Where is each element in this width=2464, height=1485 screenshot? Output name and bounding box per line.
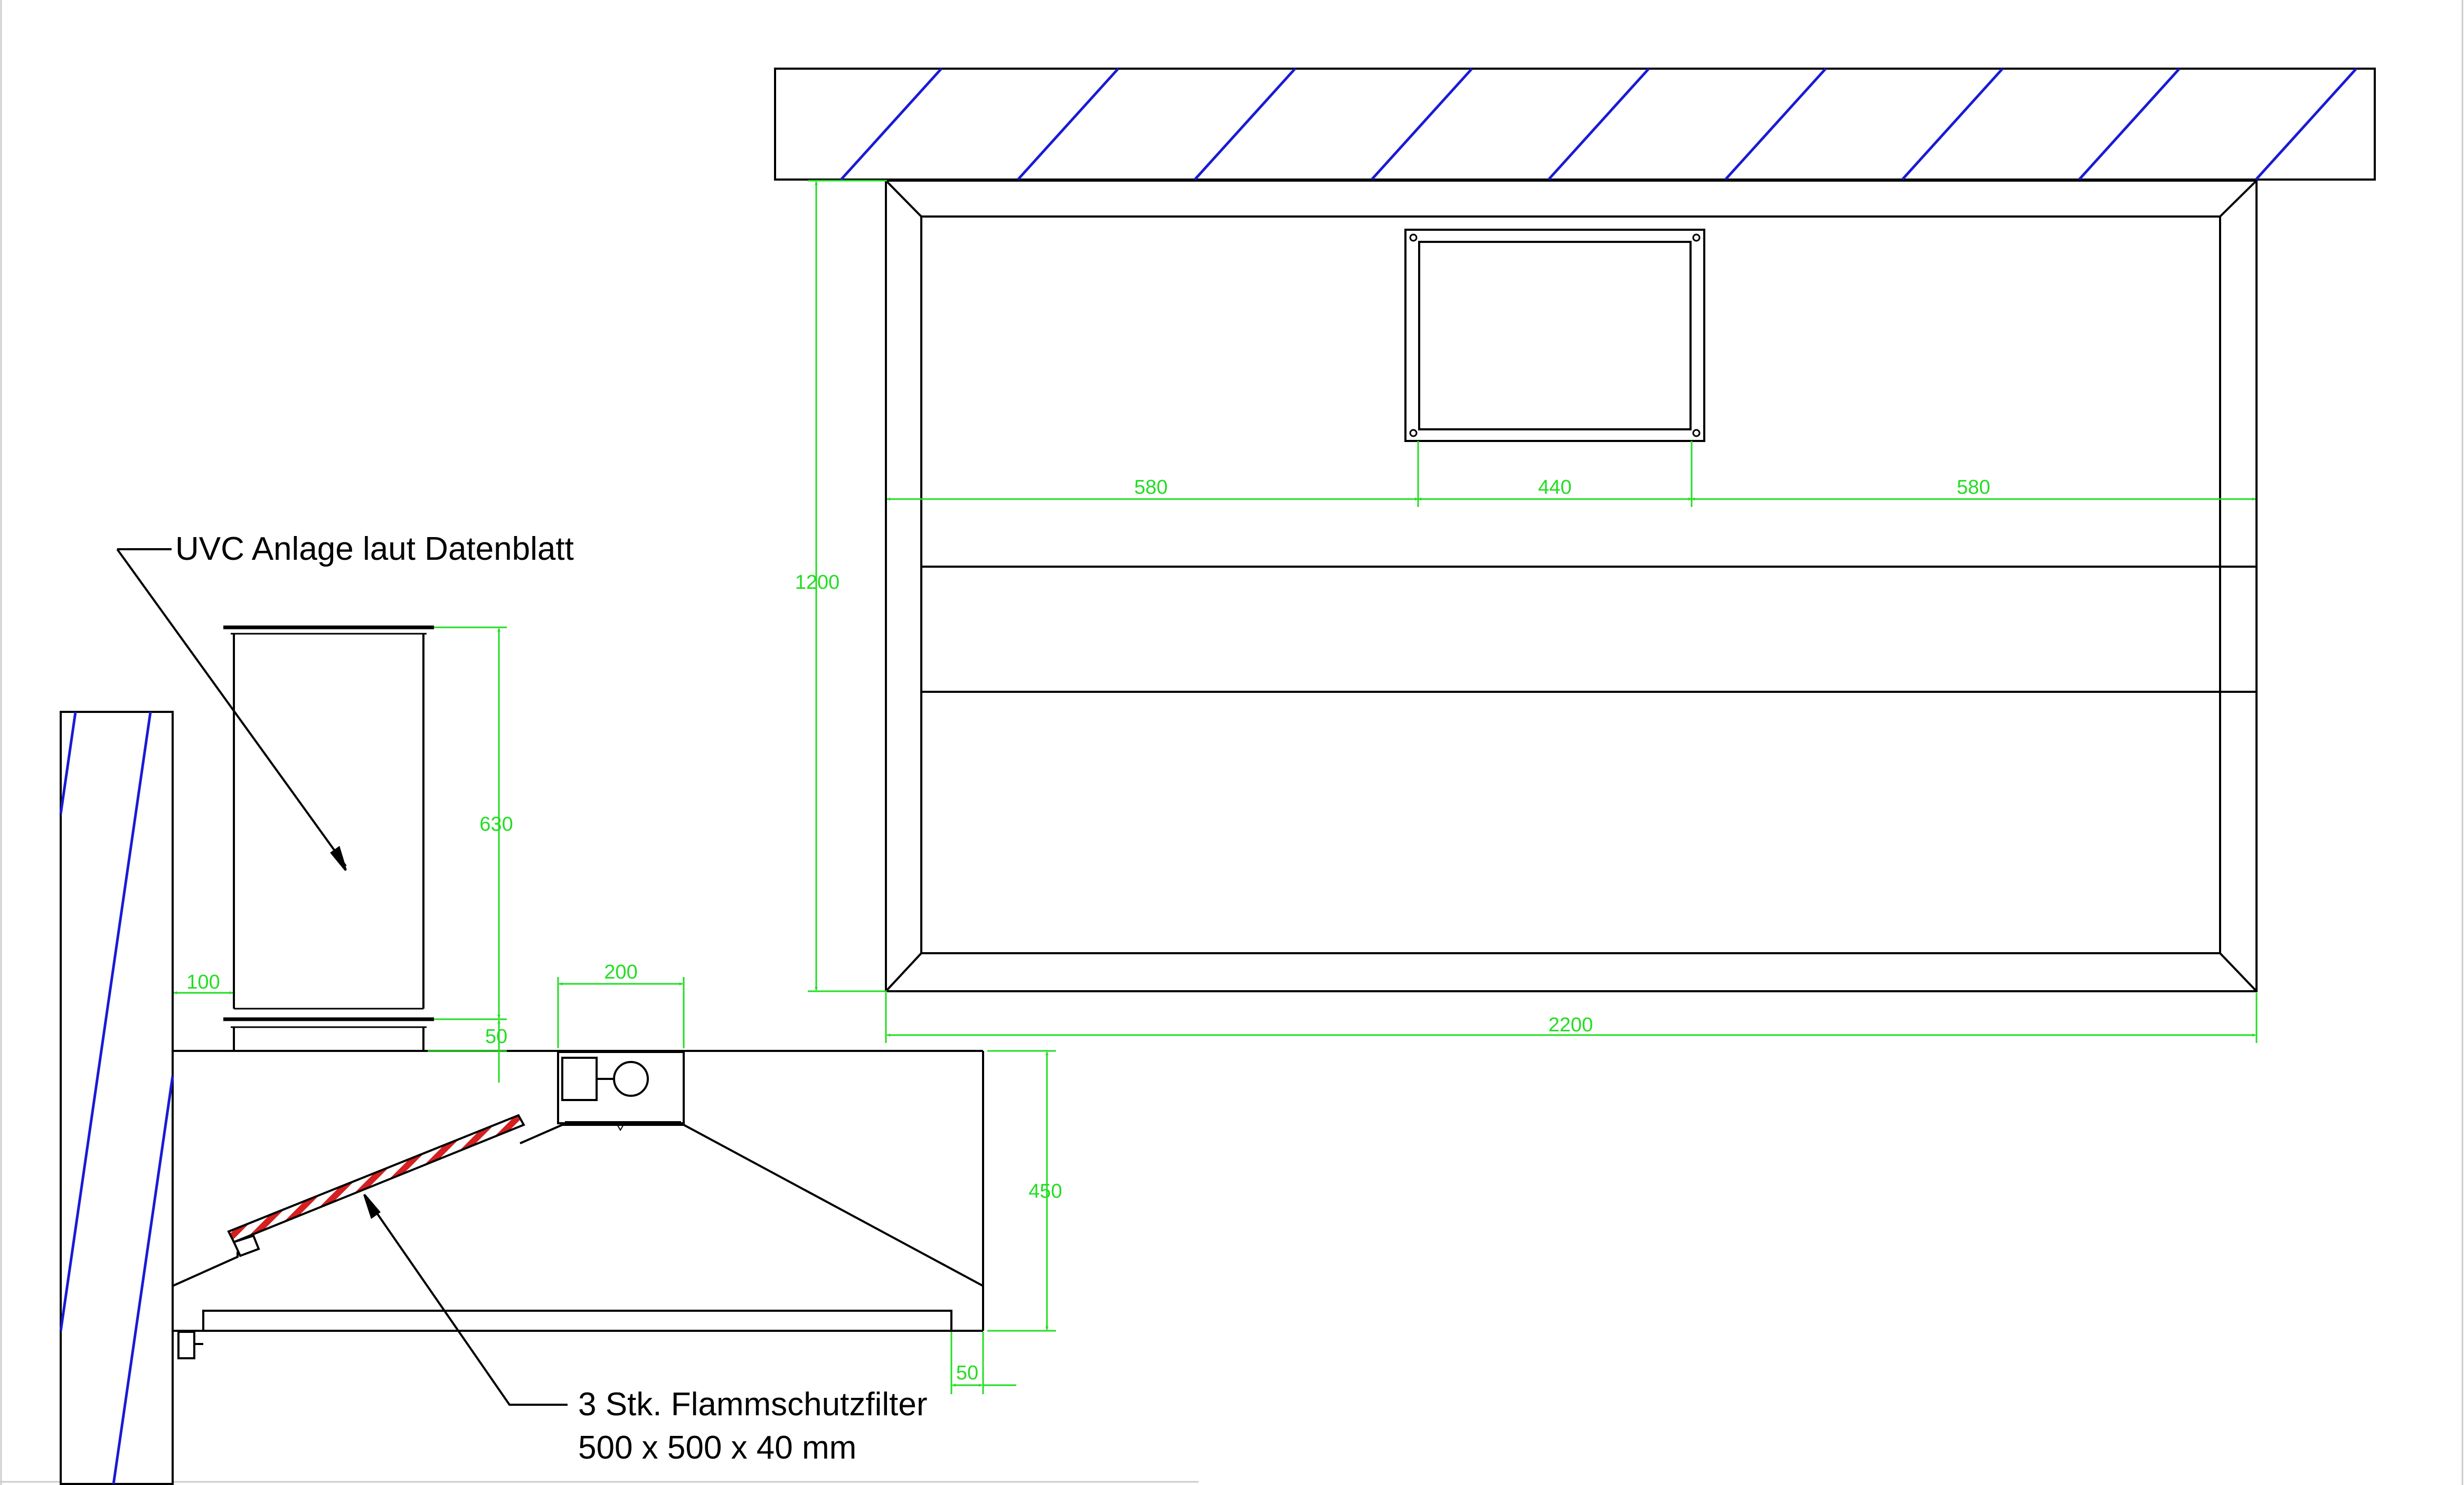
label-filter-line1: 3 Stk. Flammschutzfilter (578, 1386, 927, 1423)
front-view: 580 440 580 1200 2200 (774, 68, 2376, 1043)
hatch-line (1017, 68, 1119, 181)
hatch-line (112, 1076, 174, 1484)
hatch-line (1724, 68, 1827, 181)
front-dimensions (808, 180, 2258, 1043)
hatch-line (840, 68, 942, 181)
side-dimensions (174, 626, 1056, 1394)
hood-front-outer (885, 180, 2258, 992)
hatch-line (2078, 68, 2180, 181)
dim-front-2200: 2200 (1549, 1014, 1593, 1036)
dim-side-630: 630 (479, 813, 513, 835)
wall-hatch (59, 711, 174, 1485)
flame-filter (227, 1114, 525, 1257)
dim-front-580-left: 580 (1134, 476, 1167, 499)
label-filter-line2: 500 x 500 x 40 mm (578, 1430, 856, 1466)
dim-side-50-bottom: 50 (956, 1362, 978, 1384)
label-uvc: UVC Anlage laut Datenblatt (175, 531, 574, 567)
leader-lines (116, 548, 568, 1406)
dim-side-450: 450 (1028, 1180, 1062, 1202)
hood-front-inner (920, 215, 2221, 954)
fan-box (557, 1051, 685, 1131)
dim-side-50-top: 50 (485, 1026, 507, 1048)
side-view: 630 100 200 50 450 50 UVC Anlage laut Da… (59, 531, 1062, 1485)
hatch-line (1547, 68, 1650, 181)
dim-side-200: 200 (604, 961, 637, 983)
hatch-line (59, 711, 152, 1331)
dim-front-580-right: 580 (1957, 476, 1990, 499)
hatch-line (1194, 68, 1296, 181)
dim-front-440: 440 (1538, 476, 1571, 499)
dim-front-1200: 1200 (795, 571, 840, 594)
hood-side (172, 1050, 984, 1359)
hatch-line (2255, 68, 2357, 181)
hatch-line (1901, 68, 2004, 181)
hatch-line (1371, 68, 1473, 181)
uvc-unit (223, 625, 434, 1051)
hatch-line (59, 711, 77, 814)
ceiling-hatch (774, 68, 2376, 181)
dim-side-100: 100 (186, 971, 220, 993)
duct-opening (1404, 229, 1705, 442)
